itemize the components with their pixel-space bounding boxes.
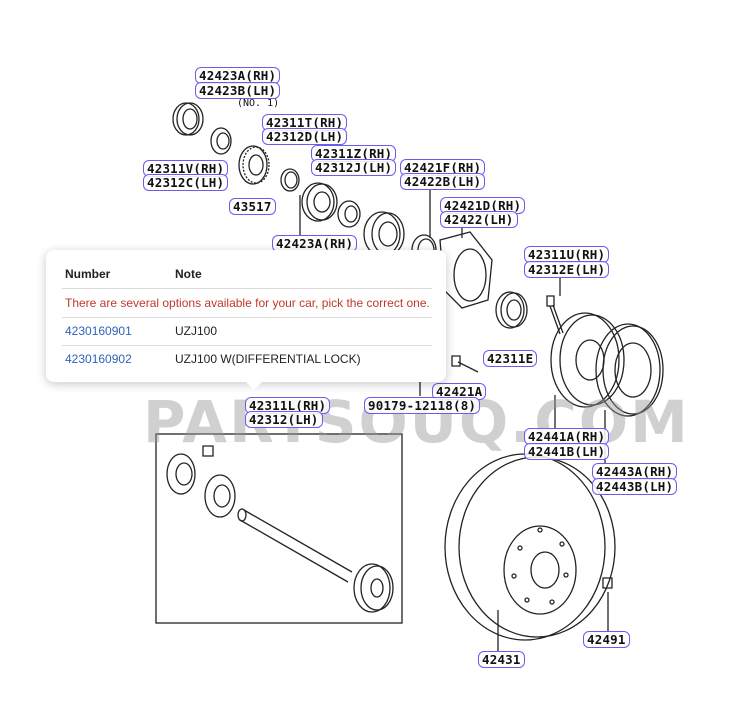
brake-drum-part xyxy=(444,453,616,641)
callout-42311e[interactable]: 42311E xyxy=(483,350,538,367)
row-divider xyxy=(62,317,432,318)
callout-42312e-lh[interactable]: 42312E(LH) xyxy=(524,261,610,278)
callout-42423b-lh[interactable]: 42423B(LH) xyxy=(195,82,281,99)
column-header-note: Note xyxy=(175,267,202,281)
callout-42421a[interactable]: 42421A xyxy=(432,383,487,400)
part-note: UZJ100 xyxy=(175,324,218,338)
note-no1: (NO. 1) xyxy=(237,98,280,109)
part-number-link[interactable]: 4230160901 xyxy=(65,324,132,338)
oil-seal-part xyxy=(172,102,204,136)
callout-42311l-rh[interactable]: 42311L(RH) xyxy=(245,397,331,414)
options-warning: There are several options available for … xyxy=(65,296,430,310)
callout-90179-12118[interactable]: 90179-12118(8) xyxy=(364,397,481,414)
axle-shaft-box xyxy=(155,433,403,624)
callout-42422-lh[interactable]: 42422(LH) xyxy=(440,211,518,228)
callout-42312j-lh[interactable]: 42312J(LH) xyxy=(311,159,397,176)
snap-ring-part xyxy=(280,168,300,192)
callout-42311u-rh[interactable]: 42311U(RH) xyxy=(524,246,610,263)
callout-42312d-lh[interactable]: 42312D(LH) xyxy=(262,128,348,145)
callout-42312c-lh[interactable]: 42312C(LH) xyxy=(143,174,229,191)
callout-42423a-rh-top[interactable]: 42423A(RH) xyxy=(195,67,281,84)
part-options-popup: Number Note There are several options av… xyxy=(46,250,446,390)
callout-42423a-rh[interactable]: 42423A(RH) xyxy=(272,235,358,252)
backing-plate-part xyxy=(550,312,625,408)
callout-43517[interactable]: 43517 xyxy=(229,198,276,215)
retainer-bolt-part xyxy=(451,355,479,373)
callout-42443a-rh[interactable]: 42443A(RH) xyxy=(592,463,678,480)
outer-seal-part xyxy=(495,291,528,329)
column-header-number: Number xyxy=(65,267,111,281)
drum-screw-part xyxy=(602,577,613,589)
hub-bolt-part xyxy=(546,295,564,335)
spacer-part xyxy=(337,200,361,228)
part-note: UZJ100 W(DIFFERENTIAL LOCK) xyxy=(175,352,361,366)
bearing-part xyxy=(301,182,338,222)
part-number-link[interactable]: 4230160902 xyxy=(65,352,132,366)
axle-shaft-part xyxy=(166,445,394,613)
callout-42312-lh[interactable]: 42312(LH) xyxy=(245,411,323,428)
callout-42491[interactable]: 42491 xyxy=(583,631,630,648)
callout-42431[interactable]: 42431 xyxy=(478,651,525,668)
row-divider xyxy=(62,345,432,346)
callout-42422b-lh[interactable]: 42422B(LH) xyxy=(400,173,486,190)
header-divider xyxy=(62,288,432,289)
callout-42311z-rh[interactable]: 42311Z(RH) xyxy=(311,145,397,162)
callout-42441b-lh[interactable]: 42441B(LH) xyxy=(524,443,610,460)
abs-rotor-part xyxy=(238,145,270,185)
dust-cover-part xyxy=(595,323,664,417)
popup-arrow xyxy=(246,382,262,390)
bearing-retainer-part xyxy=(439,231,493,309)
spacer-ring-part xyxy=(210,127,232,155)
callout-42443b-lh[interactable]: 42443B(LH) xyxy=(592,478,678,495)
